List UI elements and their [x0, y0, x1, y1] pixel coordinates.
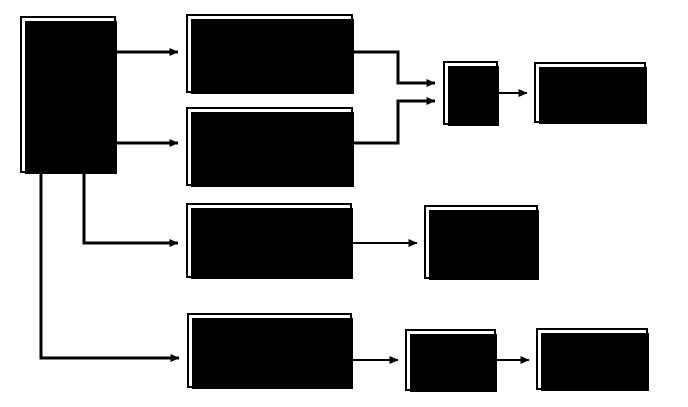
edge-div-integ-1-to-or [353, 50, 436, 87]
node-duty-cycle-divider-line1: 占空比为1:3 [221, 329, 317, 350]
edge-div-halfmhz-to-or [353, 97, 436, 145]
node-or-gate-label: 或 [460, 81, 480, 103]
edge-clock-to-div-integ-2 [82, 173, 179, 247]
node-phi-signal-suffix: 信号 [578, 81, 617, 103]
node-divider-integration-time-2[interactable]: 光积分时间的 分频模块 [186, 203, 353, 279]
node-phi-signal[interactable]: φ 信号 [534, 62, 647, 124]
node-duty-cycle-divider[interactable]: 占空比为1:3 的分频模块 [187, 313, 353, 389]
edge-clock-to-duty-div [39, 173, 180, 362]
node-sh-signal-label: SH信号 [449, 230, 513, 252]
node-phi-signal-label: φ 信号 [563, 81, 616, 103]
node-divider-integration-time-2-line2: 分频模块 [233, 240, 305, 261]
node-phase-shift-label: 移相 [431, 348, 470, 370]
node-divider-half-mhz[interactable]: 0.5 MHz的 分频模块 [186, 107, 354, 187]
node-or-gate[interactable]: 或 [443, 61, 499, 126]
node-divider-half-mhz-line1: 0.5 MHz的 [228, 125, 311, 146]
node-duty-cycle-divider-line2: 的分频模块 [224, 350, 315, 371]
node-sh-signal[interactable]: SH信号 [424, 205, 539, 280]
node-divider-integration-time-1[interactable]: 光积分时间的 分频模块 [186, 14, 354, 94]
node-divider-integration-time-1-line2: 分频模块 [233, 53, 306, 74]
node-rs-signal-label: RS信号 [561, 347, 623, 369]
node-system-clock-line2: 时钟 [46, 94, 89, 116]
node-system-clock-line1: 系统 [46, 72, 89, 94]
node-rs-signal[interactable]: RS信号 [536, 328, 649, 391]
node-system-clock[interactable]: 系统 时钟 [20, 16, 117, 174]
node-divider-integration-time-2-line1: 光积分时间的 [215, 219, 323, 240]
node-divider-integration-time-1-line1: 光积分时间的 [215, 32, 324, 53]
node-divider-half-mhz-line2: 分频模块 [233, 146, 306, 167]
node-phase-shift[interactable]: 移相 [405, 329, 497, 392]
phi-symbol: φ [563, 81, 574, 103]
